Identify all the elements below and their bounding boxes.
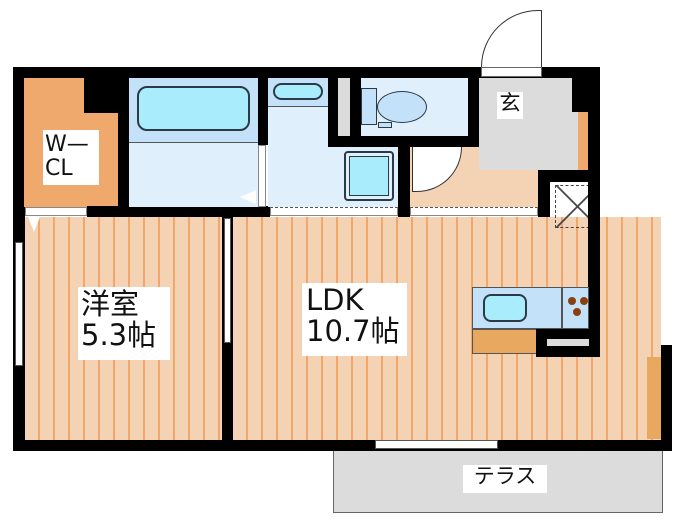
entrance-corner-wall [572, 67, 600, 112]
bath-door-arrow-icon [240, 190, 256, 204]
bathtub-icon [137, 86, 250, 131]
stove-burner-icon-1 [568, 297, 576, 305]
wcl-label: W— CL [43, 130, 99, 185]
ldk-sliding-window[interactable] [375, 440, 498, 449]
ldk-storage [647, 357, 661, 439]
ldk-label: LDK 10.7帖 [302, 283, 407, 356]
wcl-label-line2: CL [45, 155, 73, 181]
stove-burner-icon-2 [580, 297, 588, 305]
outer-wall-right-lower [660, 345, 672, 451]
bath-right-wall [258, 67, 269, 145]
front-door[interactable] [481, 67, 542, 77]
wcl-door[interactable] [25, 207, 87, 216]
toilet-paper-icon [378, 122, 392, 128]
wcl-bottom-wall [87, 206, 270, 218]
stove-burner-icon-3 [573, 308, 581, 316]
western-room-door-arrow-icon [28, 217, 40, 232]
western-room-label: 洋室 5.3帖 [78, 287, 170, 360]
entrance-lower [542, 140, 578, 170]
wcl-notch [84, 78, 119, 113]
front-door-swing [481, 10, 542, 67]
entrance-label: 玄 [497, 92, 523, 119]
toilet-tank-icon [361, 88, 377, 125]
kitchen-sink-icon [483, 294, 527, 322]
ldk-top-wall [233, 207, 538, 217]
kitchen-cabinet [472, 329, 538, 354]
washroom-inner-wall [328, 67, 338, 147]
toilet-right-wall [468, 67, 479, 147]
shelf [338, 78, 350, 136]
western-room-label-line1: 洋室 [81, 287, 140, 321]
toilet-bowl-icon [377, 91, 427, 123]
wcl-label-line1: W— [45, 132, 89, 157]
outer-wall-top [13, 67, 600, 79]
partition-sliding-door[interactable] [224, 218, 231, 343]
western-room-label-line2: 5.3帖 [81, 318, 157, 353]
ldk-label-line2: 10.7帖 [306, 314, 400, 349]
washing-machine-icon [344, 151, 394, 201]
washbasin-icon [273, 83, 323, 100]
shoe-cabinet [578, 112, 588, 170]
kitchen-shelf [547, 339, 589, 346]
washroom-right-wall [398, 145, 410, 217]
terrace [333, 451, 663, 513]
washroom-door[interactable] [270, 207, 398, 216]
wcl-right-wall [118, 67, 129, 217]
entrance-bottom-wall [538, 170, 600, 182]
outer-wall-bottom [13, 439, 672, 451]
ldk-right-wall [588, 182, 600, 357]
ldk-label-line1: LDK [306, 283, 364, 317]
hallway-door[interactable] [410, 207, 538, 216]
western-room-window[interactable] [15, 242, 23, 366]
toilet-bottom-wall [328, 136, 478, 147]
toilet-left-wall [350, 67, 361, 147]
bath-door[interactable] [258, 145, 266, 207]
terrace-label: テラス [463, 465, 547, 493]
